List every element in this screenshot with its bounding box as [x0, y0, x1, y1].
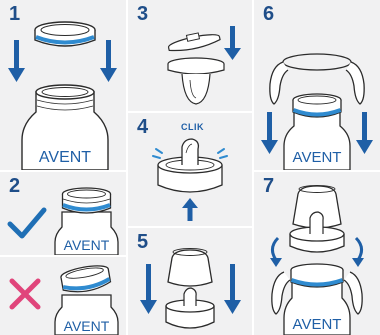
down-arrow-icon — [140, 264, 157, 314]
down-arrow-icon — [224, 264, 241, 314]
down-arrow-icon — [261, 112, 278, 154]
step-3-panel: 3 — [128, 0, 252, 111]
cross-icon — [12, 281, 38, 307]
brand-label: AVENT — [39, 149, 91, 166]
down-arrow-icon — [224, 26, 241, 60]
up-arrow-icon — [182, 198, 198, 221]
step-2-wrong-panel: AVENT — [0, 257, 126, 335]
down-arrow-icon — [100, 40, 117, 82]
step-5-number: 5 — [137, 232, 148, 252]
step-2-panel: 2 AVENT — [0, 172, 126, 255]
down-arrow-icon — [356, 112, 373, 154]
brand-label: AVENT — [64, 318, 110, 334]
step-7-panel: 7 AVENT — [254, 172, 380, 335]
step-6-number: 6 — [263, 4, 274, 24]
step-4-panel: 4 CLIK — [128, 113, 252, 226]
brand-label: AVENT — [293, 149, 342, 166]
step-4-number: 4 — [137, 117, 148, 137]
down-arrow-icon — [8, 40, 25, 82]
step-7-number: 7 — [263, 176, 274, 196]
check-icon — [10, 210, 44, 236]
step-6-panel: 6 AVENT — [254, 0, 380, 170]
step-2-number: 2 — [9, 176, 20, 196]
step-5-panel: 5 — [128, 228, 252, 335]
step-1-number: 1 — [9, 4, 20, 24]
step-6-illustration: AVENT — [254, 0, 380, 170]
step-1-illustration: AVENT — [0, 0, 126, 170]
clik-label: CLIK — [181, 122, 204, 132]
step-1-panel: 1 AVENT — [0, 0, 126, 170]
step-3-number: 3 — [137, 4, 148, 24]
brand-label: AVENT — [293, 316, 342, 333]
brand-label: AVENT — [64, 237, 110, 253]
step-2-wrong-illustration: AVENT — [0, 257, 126, 335]
